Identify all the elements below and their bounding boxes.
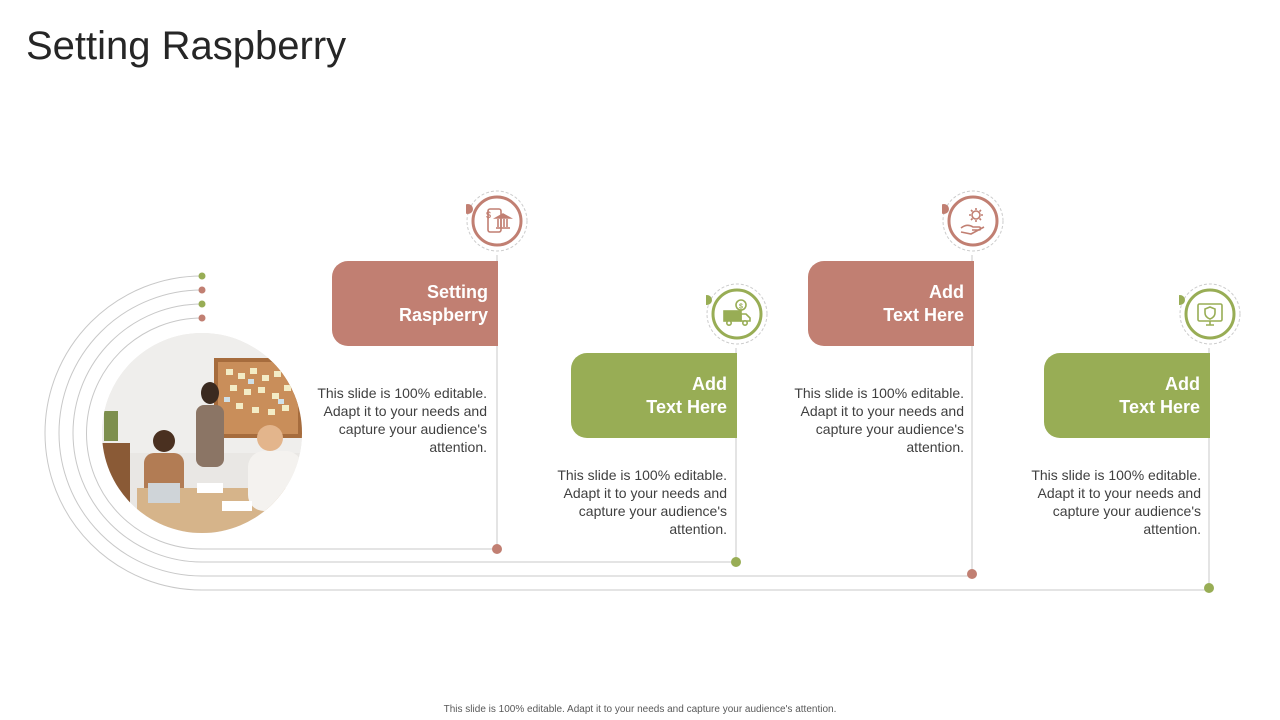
- monitor-shield-icon: [1197, 303, 1223, 326]
- end-dot-4: [1204, 583, 1214, 593]
- team-meeting-photo: [102, 333, 302, 533]
- money-delivery-truck-icon: [723, 299, 751, 326]
- arc-dot-1: [198, 272, 206, 280]
- svg-text:$: $: [739, 304, 743, 311]
- footer-note: This slide is 100% editable. Adapt it to…: [443, 704, 837, 715]
- connector-arc-3: [58, 255, 973, 577]
- step-3-icon-badge: [942, 190, 1004, 252]
- end-dot-2: [731, 557, 741, 567]
- hand-gear-icon: [960, 208, 985, 235]
- connector-arc-2: [72, 303, 737, 563]
- step-1-heading-box: Setting Raspberry: [332, 261, 498, 346]
- step-4-icon-badge: [1179, 283, 1241, 345]
- slide-title: Setting Raspberry: [26, 24, 347, 68]
- connector-arc-1: [86, 255, 498, 550]
- step-2-icon-badge: $: [706, 283, 768, 345]
- step-1-icon-badge: $: [466, 190, 528, 252]
- arc-dot-3: [198, 300, 206, 308]
- step-3-description: This slide is 100% editable. Adapt it to…: [794, 385, 964, 455]
- step-4-heading-box: Add Text Here: [1044, 353, 1210, 438]
- step-2-description: This slide is 100% editable. Adapt it to…: [557, 467, 727, 537]
- arc-dot-4: [198, 314, 206, 322]
- step-1-description: This slide is 100% editable. Adapt it to…: [317, 385, 487, 455]
- step-4-description: This slide is 100% editable. Adapt it to…: [1031, 467, 1201, 537]
- step-2-heading-box: Add Text Here: [571, 353, 737, 438]
- end-dot-1: [492, 544, 502, 554]
- connector-arc-4: [44, 275, 1210, 591]
- end-dot-3: [967, 569, 977, 579]
- svg-text:$: $: [486, 210, 491, 220]
- arc-dot-2: [198, 286, 206, 294]
- bank-mobile-icon: [487, 208, 514, 233]
- step-3-heading-box: Add Text Here: [808, 261, 974, 346]
